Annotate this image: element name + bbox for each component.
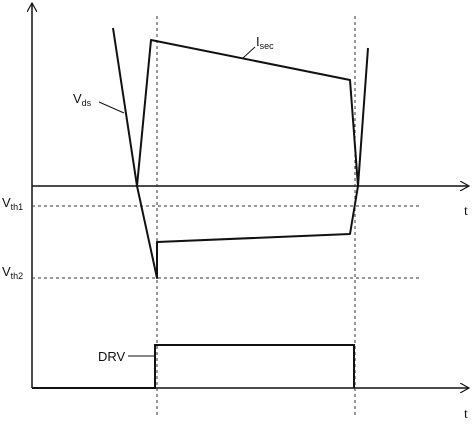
t-axis-label-lower: t: [464, 407, 468, 422]
isec-label-sub: sec: [260, 41, 275, 51]
vds-leader: [98, 101, 125, 114]
vds-label-sub: ds: [82, 98, 92, 108]
vth1-label: Vth1: [2, 195, 23, 212]
t-axis-label-upper: t: [464, 204, 468, 219]
isec-label-main: I: [256, 34, 260, 49]
vth2-label: Vth2: [2, 264, 23, 281]
vth1-label-sub: th1: [11, 202, 24, 212]
vth2-label-main: V: [2, 264, 11, 279]
vth1-label-main: V: [2, 195, 11, 210]
isec-label: Isec: [256, 34, 274, 51]
vds-label: Vds: [73, 91, 92, 108]
drv-waveform: [32, 344, 355, 389]
drv-label: DRV: [98, 349, 126, 364]
isec-leader: [242, 46, 256, 59]
vth2-label-sub: th2: [11, 271, 24, 281]
isec-waveform: [136, 39, 359, 187]
vds-waveform: [112, 27, 369, 279]
vds-label-main: V: [73, 91, 82, 106]
